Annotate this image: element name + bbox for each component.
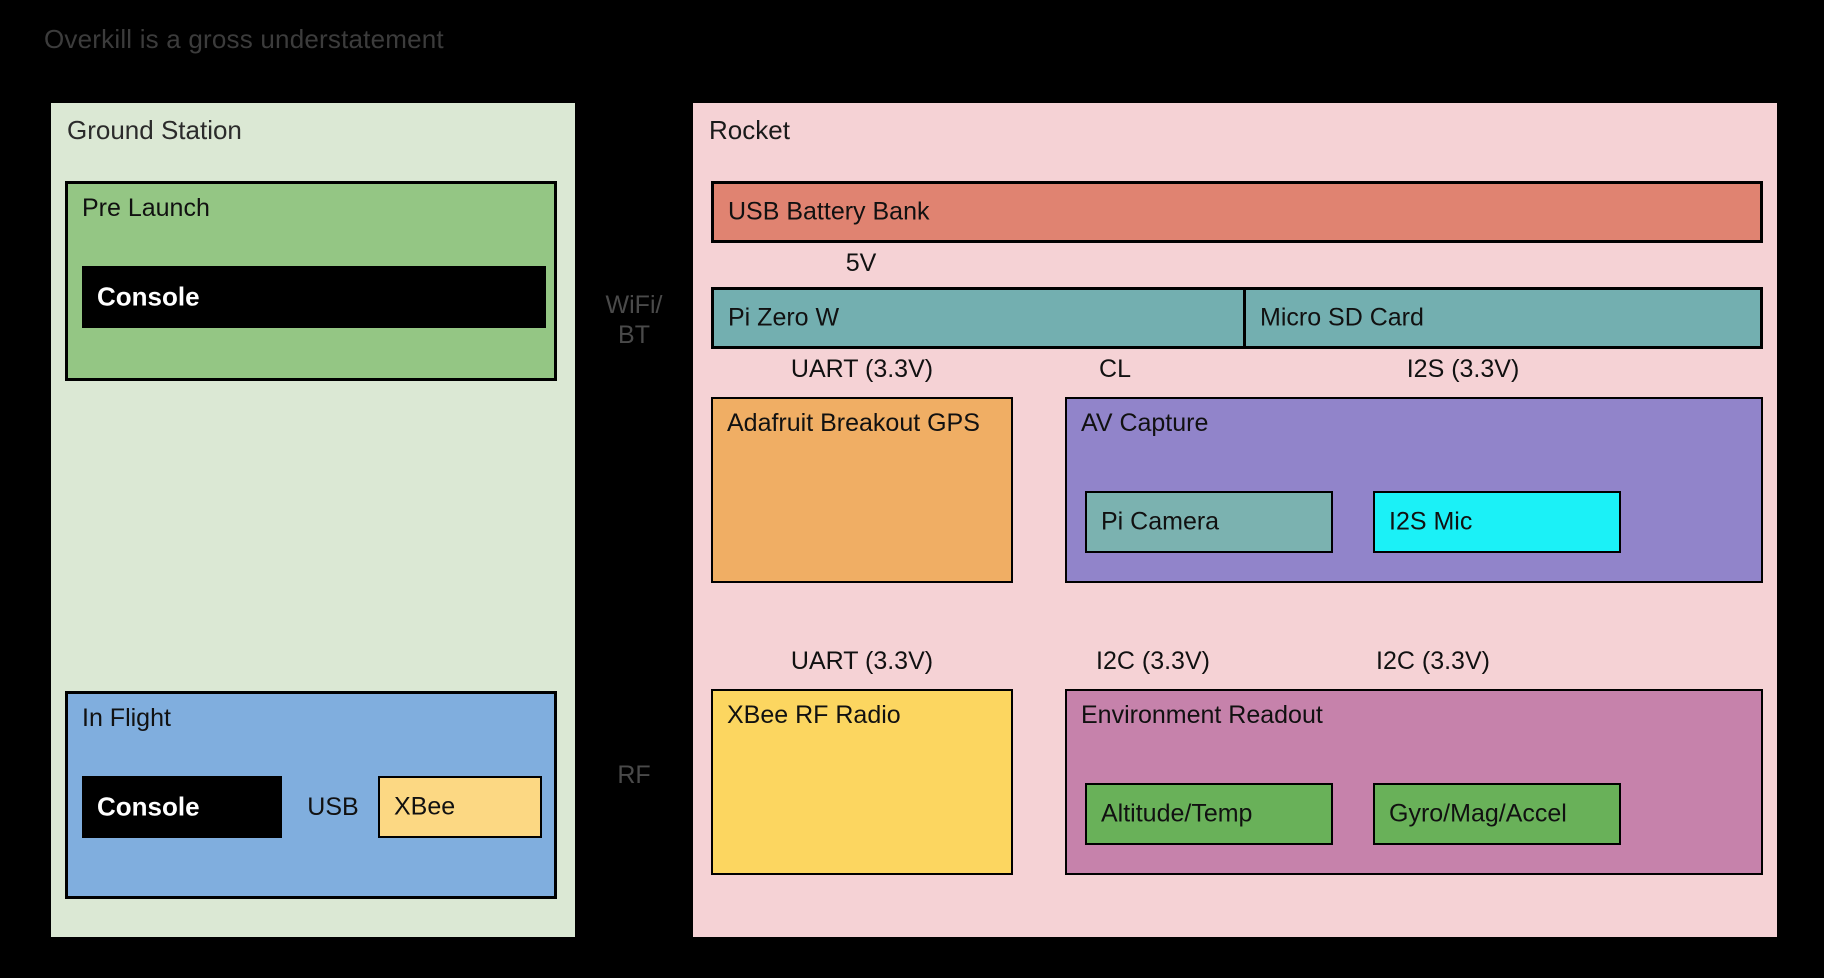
page-title: Overkill is a gross understatement — [44, 24, 444, 54]
in-flight-console-label: Console — [97, 791, 200, 822]
gyro-mag-accel-box[interactable]: Gyro/Mag/Accel — [1373, 783, 1621, 845]
wifi-bt-line-1: WiFi/ — [605, 291, 663, 319]
in-flight-console-box[interactable]: Console — [82, 776, 282, 838]
ground-station-label: Ground Station — [67, 115, 242, 145]
pi-zero-w-label: Pi Zero W — [728, 303, 840, 332]
ground-xbee-box[interactable]: XBee — [378, 776, 542, 838]
i2s-link-label: I2S (3.3V) — [1406, 355, 1520, 383]
wifi-bt-line-2: BT — [618, 321, 650, 349]
i2c-gyro-link-label: I2C (3.3V) — [1376, 647, 1490, 675]
i2c-altitude-link-label: I2C (3.3V) — [1096, 647, 1210, 675]
ground-xbee-label: XBee — [394, 792, 456, 821]
i2s-mic-box[interactable]: I2S Mic — [1373, 491, 1621, 553]
av-capture-box[interactable]: AV Capture Pi Camera I2S Mic — [1065, 397, 1763, 583]
pi-camera-box[interactable]: Pi Camera — [1085, 491, 1333, 553]
uart-gps-link-label: UART (3.3V) — [790, 355, 934, 383]
xbee-rf-radio-box[interactable]: XBee RF Radio — [711, 689, 1013, 875]
rf-link-label: RF — [617, 761, 651, 789]
usb-battery-bank-label: USB Battery Bank — [728, 197, 930, 226]
pre-launch-label: Pre Launch — [82, 194, 210, 222]
adafruit-gps-label: Adafruit Breakout GPS — [727, 409, 980, 437]
micro-sd-card-label: Micro SD Card — [1260, 303, 1424, 332]
av-capture-label: AV Capture — [1081, 409, 1209, 437]
rocket-label: Rocket — [709, 115, 790, 145]
altitude-temp-label: Altitude/Temp — [1101, 799, 1253, 828]
cl-link-label: CL — [1099, 355, 1131, 383]
wifi-bt-link-label: WiFi/ BT — [578, 290, 690, 350]
environment-readout-box[interactable]: Environment Readout Altitude/Temp Gyro/M… — [1065, 689, 1763, 875]
in-flight-label: In Flight — [82, 704, 171, 732]
pre-launch-console-box[interactable]: Console — [82, 266, 546, 328]
gyro-mag-accel-label: Gyro/Mag/Accel — [1389, 799, 1567, 828]
usb-link-label: USB — [307, 793, 359, 821]
pi-camera-label: Pi Camera — [1101, 507, 1220, 536]
power-link-label: 5V — [845, 249, 877, 277]
environment-readout-label: Environment Readout — [1081, 701, 1323, 729]
ground-station-panel[interactable]: Ground Station Pre Launch Console In Fli… — [48, 100, 578, 940]
rocket-panel[interactable]: Rocket USB Battery Bank 5V Pi Zero W Mic… — [690, 100, 1780, 940]
pi-zero-w-box[interactable]: Pi Zero W — [711, 287, 1243, 349]
pre-launch-box[interactable]: Pre Launch Console — [65, 181, 557, 381]
pre-launch-console-label: Console — [97, 281, 200, 312]
usb-battery-bank-box[interactable]: USB Battery Bank — [711, 181, 1763, 243]
i2s-mic-label: I2S Mic — [1389, 507, 1473, 536]
adafruit-gps-box[interactable]: Adafruit Breakout GPS — [711, 397, 1013, 583]
in-flight-box[interactable]: In Flight Console USB XBee — [65, 691, 557, 899]
uart-xbee-link-label: UART (3.3V) — [790, 647, 934, 675]
micro-sd-card-box[interactable]: Micro SD Card — [1243, 287, 1763, 349]
altitude-temp-box[interactable]: Altitude/Temp — [1085, 783, 1333, 845]
xbee-rf-radio-label: XBee RF Radio — [727, 701, 901, 729]
